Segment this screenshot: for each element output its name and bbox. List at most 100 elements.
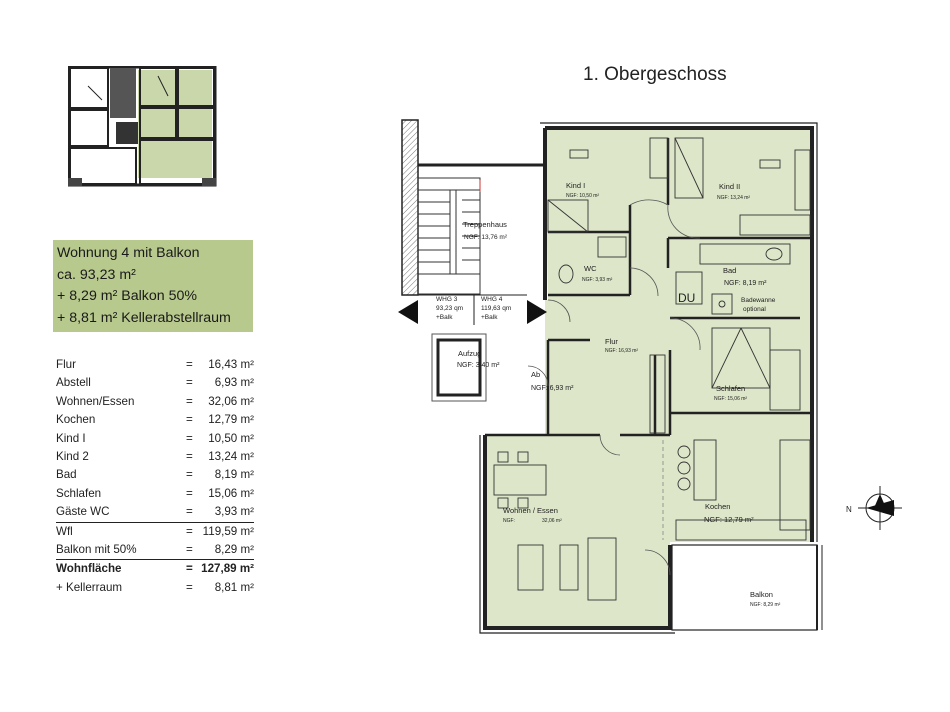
area-row-gaeste-wc: Gäste WC = 3,93 m²: [56, 503, 254, 523]
aufzug-shaft: [436, 338, 482, 397]
apartment-info-box: Wohnung 4 mit Balkon ca. 93,23 m² + 8,29…: [53, 240, 253, 332]
area-row-wohnen: Wohnen/Essen = 32,06 m²: [56, 393, 254, 411]
area-label: Wohnen/Essen: [56, 394, 135, 408]
door-swings: [527, 199, 701, 576]
room-flur-name: Flur: [605, 337, 618, 346]
area-eq: =: [186, 431, 193, 445]
area-eq: =: [186, 394, 193, 408]
room-fills: [485, 128, 812, 628]
room-flur-area: NGF: 16,93 m²: [605, 348, 638, 354]
room-schlafen-area: NGF: 15,06 m²: [714, 396, 747, 402]
area-row-wohnflaeche: Wohnfläche = 127,89 m²: [56, 560, 254, 578]
area-eq: =: [186, 542, 193, 556]
whg4-line2: 119,63 qm: [481, 305, 511, 312]
area-eq: =: [186, 358, 193, 371]
area-value: 10,50 m²: [208, 431, 254, 445]
area-value: 16,43 m²: [208, 358, 254, 371]
area-value: 3,93 m²: [214, 505, 254, 519]
balkon-area: [671, 544, 818, 631]
area-eq: =: [186, 562, 193, 576]
room-schlafen-name: Schlafen: [716, 384, 745, 393]
room-du-name: DU: [678, 291, 695, 305]
room-treppenhaus-area: NGF: 13,76 m²: [464, 234, 508, 241]
room-wc-area: NGF: 3,93 m²: [582, 277, 613, 283]
room-bad-name: Bad: [723, 266, 736, 275]
area-eq: =: [186, 468, 193, 482]
whg3-line3: +Balk: [436, 314, 453, 321]
area-eq: =: [186, 376, 193, 390]
whg4-line1: WHG 4: [481, 296, 503, 303]
room-ab-name: Ab: [531, 370, 540, 379]
area-row-abstell: Abstell = 6,93 m²: [56, 374, 254, 392]
furniture: [493, 137, 811, 601]
north-label: N: [846, 505, 852, 514]
area-row-kochen: Kochen = 12,79 m²: [56, 411, 254, 429]
area-eq: =: [186, 449, 193, 463]
stairwell: [398, 119, 547, 340]
area-label: + Kellerraum: [56, 580, 123, 594]
area-value: 127,89 m²: [201, 562, 254, 576]
room-ab-area: NGF: 6,93 m²: [531, 385, 574, 392]
area-label: Bad: [56, 468, 77, 482]
area-label: Balkon mit 50%: [56, 542, 137, 556]
area-label: Wfl: [56, 524, 73, 538]
room-kind2-name: Kind II: [719, 182, 740, 191]
area-value: 32,06 m²: [208, 394, 254, 408]
north-arrow-icon: [858, 486, 902, 530]
room-wohnen-name: Wohnen / Essen: [503, 506, 558, 515]
whg4-line3: +Balk: [481, 314, 498, 321]
area-label: Kind 2: [56, 449, 89, 463]
area-eq: =: [186, 413, 193, 427]
room-balkon-area: NGF: 8,29 m²: [750, 602, 781, 608]
area-value: 15,06 m²: [208, 486, 254, 500]
area-row-kind1: Kind I=10,50 m²: [56, 430, 254, 448]
interior-walls: [485, 138, 812, 437]
area-value: 8,81 m²: [214, 580, 254, 594]
room-kind1-area: NGF: 10,50 m²: [566, 193, 599, 199]
area-label: Kochen: [56, 413, 96, 427]
room-kind2-area: NGF: 13,24 m²: [717, 195, 750, 201]
entry-arrow-right-icon: [527, 300, 547, 324]
area-row-wfl: Wfl=119,59 m²: [56, 523, 254, 541]
room-kochen-area: NGF: 12,79 m²: [704, 515, 754, 524]
area-eq: =: [186, 486, 193, 500]
area-label: Abstell: [56, 376, 91, 390]
area-row-balkon: Balkon mit 50% = 8,29 m²: [56, 541, 254, 561]
room-balkon-name: Balkon: [750, 590, 773, 599]
area-row-bad: Bad = 8,19 m²: [56, 466, 254, 484]
info-line-area: ca. 93,23 m²: [57, 266, 136, 283]
whg3-line2: 93,23 qm: [436, 305, 463, 312]
area-value: 8,19 m²: [214, 468, 254, 482]
area-eq: =: [186, 580, 193, 594]
whg3-line1: WHG 3: [436, 296, 458, 303]
room-wohnen-area-value: 32,06 m²: [542, 518, 562, 524]
floor-title: 1. Obergeschoss: [583, 64, 727, 85]
area-eq: =: [186, 505, 193, 519]
area-label: Flur: [56, 358, 76, 371]
area-row-kellerraum: + Kellerraum = 8,81 m²: [56, 579, 254, 597]
room-aufzug-area: NGF: 3,40 m²: [457, 362, 500, 369]
area-value: 6,93 m²: [214, 376, 254, 390]
badewanne-line1: Badewanne: [741, 297, 776, 304]
info-line-cellar: + 8,81 m² Kellerabstellraum: [57, 309, 231, 326]
area-value: 119,59 m²: [202, 524, 254, 538]
outer-walls: [483, 126, 814, 630]
area-label: Wohnfläche: [56, 562, 122, 576]
room-treppenhaus-name: Treppenhaus: [463, 220, 507, 229]
area-label: Gäste WC: [56, 505, 110, 519]
area-table: Flur = 16,43 m² Abstell = 6,93 m² Wohnen/Ess…: [56, 356, 254, 597]
area-row-flur: Flur = 16,43 m²: [56, 356, 254, 374]
area-value: 12,79 m²: [208, 413, 254, 427]
room-wc-name: WC: [584, 264, 597, 273]
info-line-balcony: + 8,29 m² Balkon 50%: [57, 288, 197, 304]
area-value: 8,29 m²: [214, 542, 254, 556]
room-aufzug-name: Aufzug: [458, 349, 481, 358]
entry-arrow-left-icon: [398, 300, 418, 324]
badewanne-line2: optional: [743, 306, 766, 313]
room-wohnen-area-label: NGF:: [503, 518, 515, 524]
info-line-title: Wohnung 4 mit Balkon: [57, 245, 200, 261]
area-label: Schlafen: [56, 486, 102, 500]
key-plan: [68, 66, 217, 187]
area-row-kind2: Kind 2=13,24 m²: [56, 448, 254, 466]
